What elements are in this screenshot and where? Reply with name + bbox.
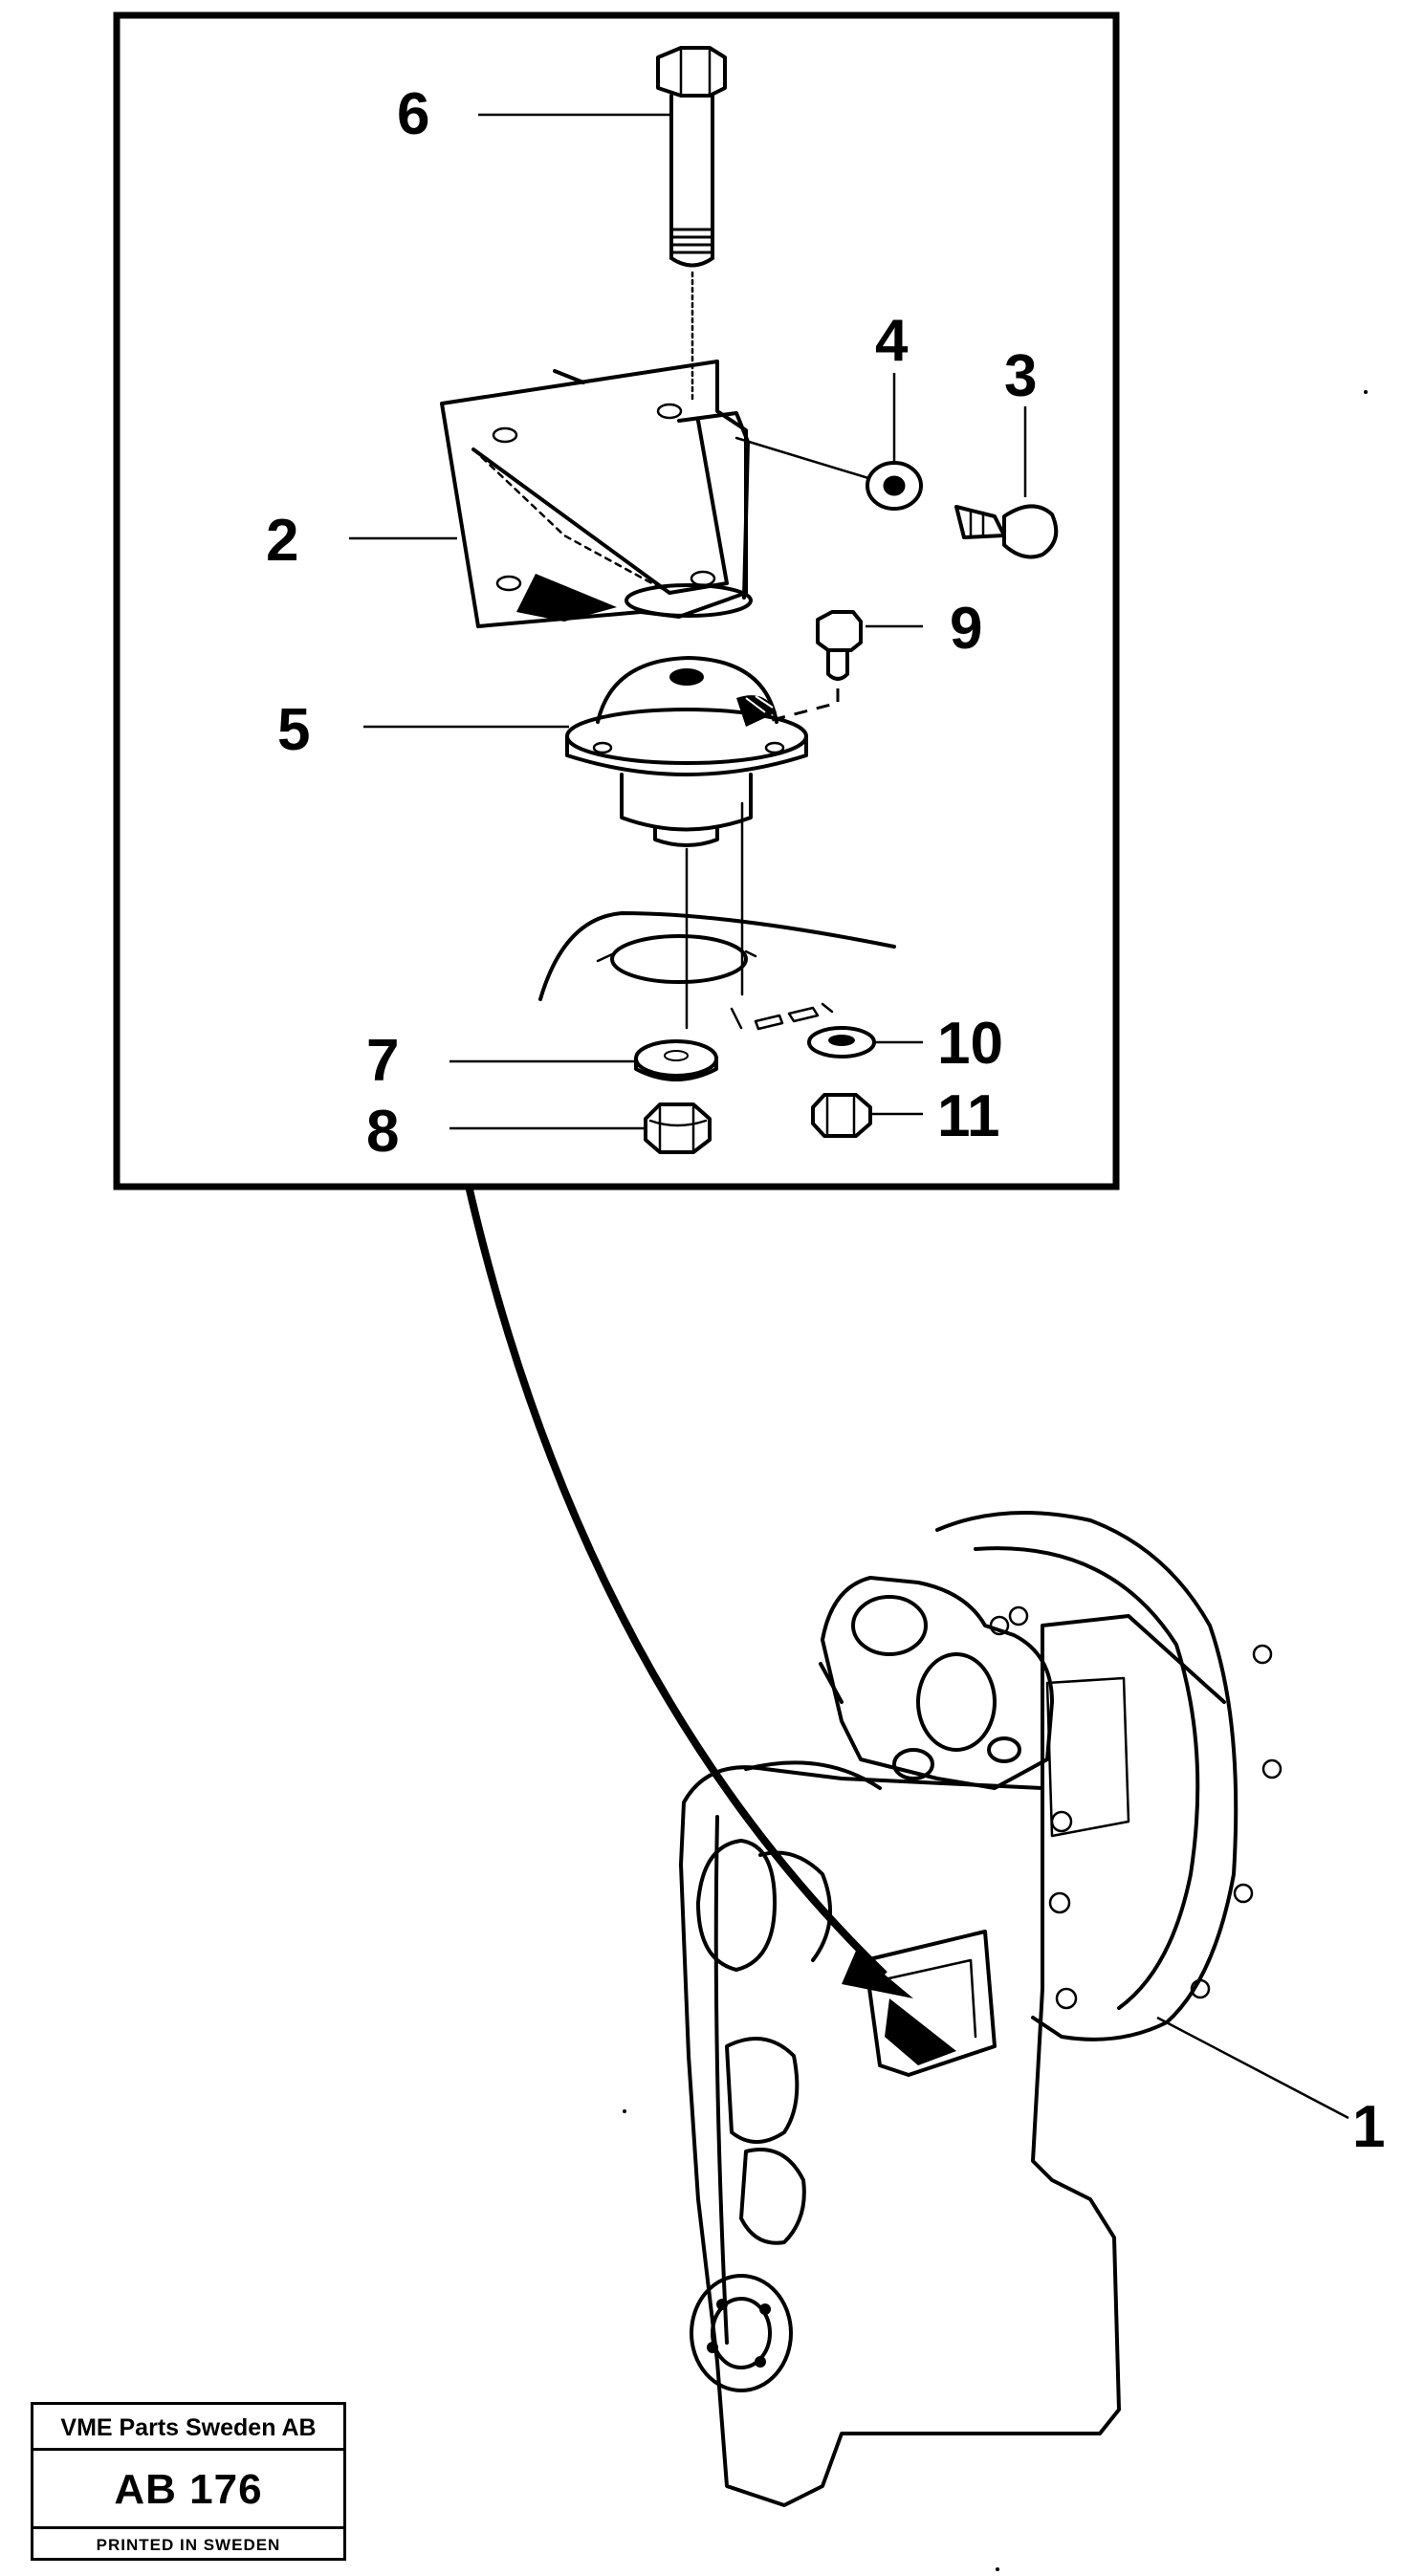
nut-part-8 — [644, 1102, 712, 1154]
company-name: VME Parts Sweden AB — [33, 2405, 343, 2451]
printed-note: PRINTED IN SWEDEN — [96, 2536, 281, 2554]
callout-8: 8 — [366, 1099, 399, 1165]
title-block: VME Parts Sweden AB AB 176 PRINTED IN SW… — [31, 2402, 346, 2561]
gearbox-top-outline — [538, 911, 896, 1001]
callout-3: 3 — [1004, 343, 1037, 409]
detail-frame — [113, 11, 1120, 1190]
callout-5: 5 — [277, 697, 310, 763]
washer-part-4 — [866, 461, 923, 511]
callout-2: 2 — [266, 508, 298, 574]
callout-7: 7 — [366, 1028, 399, 1094]
washer-part-7 — [634, 1039, 718, 1081]
bracket-part-2 — [440, 360, 753, 628]
nut-part-11 — [811, 1093, 872, 1138]
rubber-mount-part-5 — [565, 656, 808, 847]
gearbox-part-1 — [679, 1511, 1282, 2507]
callout-11: 11 — [937, 1083, 1000, 1149]
callout-4: 4 — [875, 308, 909, 374]
callout-1: 1 — [1352, 2094, 1385, 2160]
location-arrow — [465, 1185, 913, 1998]
diagram-code: AB 176 — [33, 2451, 343, 2529]
bolt-part-9 — [764, 610, 863, 724]
washer-part-10 — [807, 1026, 876, 1059]
callout-6: 6 — [397, 81, 429, 147]
bolt-part-6 — [656, 46, 727, 268]
leader-1 — [1156, 2016, 1349, 2120]
callout-9: 9 — [950, 596, 982, 662]
callout-10: 10 — [937, 1011, 1003, 1077]
lock-wire — [730, 1002, 834, 1031]
bolt-part-3 — [954, 504, 1059, 559]
